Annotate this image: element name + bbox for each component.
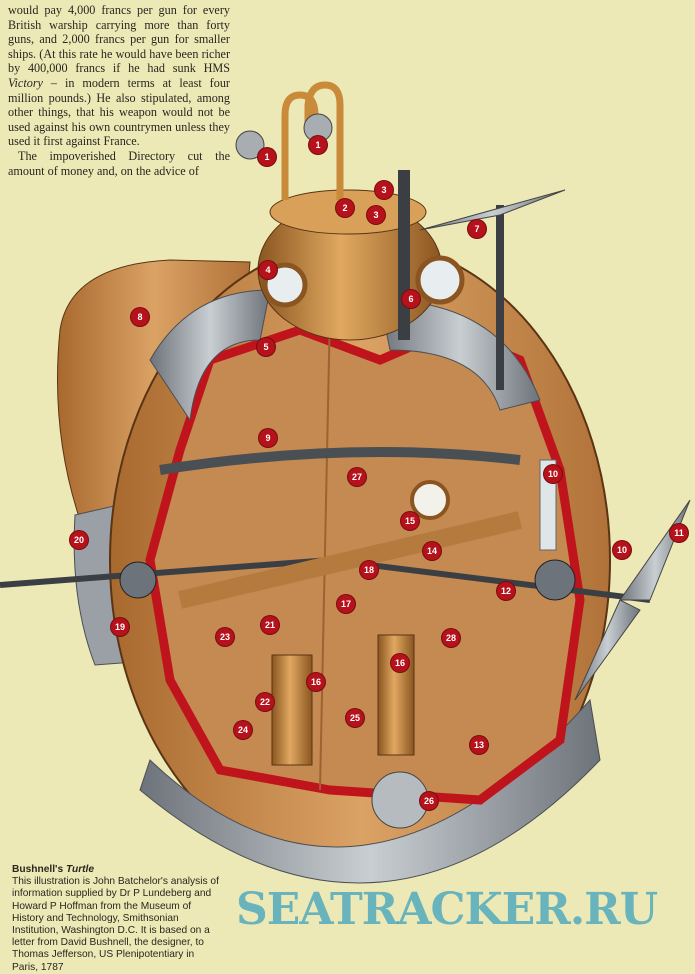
text: Bushnell's (12, 864, 66, 875)
callout-26: 26 (420, 792, 438, 810)
callout-1: 1 (258, 148, 276, 166)
callout-3: 3 (367, 206, 385, 224)
figure-caption: Bushnell's Turtle This illustration is J… (12, 864, 222, 974)
caption-title: Bushnell's Turtle (12, 864, 222, 876)
callout-10: 10 (544, 465, 562, 483)
air-tube (281, 91, 319, 200)
callout-20: 20 (70, 531, 88, 549)
propeller-blade (574, 599, 641, 701)
callout-14: 14 (423, 542, 441, 560)
callout-2: 2 (336, 199, 354, 217)
callout-4: 4 (259, 261, 277, 279)
body-text: would pay 4,000 francs per gun for every… (8, 3, 230, 178)
callout-15: 15 (401, 512, 419, 530)
callout-23: 23 (216, 628, 234, 646)
ship-name: Victory (8, 75, 43, 90)
air-vent-head (235, 130, 265, 160)
callout-10: 10 (613, 541, 631, 559)
callout-24: 24 (234, 721, 252, 739)
callout-25: 25 (346, 709, 364, 727)
shoulder-plate-left (149, 289, 271, 422)
keel-plate (139, 698, 601, 884)
pump-cylinder (271, 654, 313, 766)
crossbeam (177, 511, 523, 609)
callout-11: 11 (670, 524, 688, 542)
callout-16: 16 (307, 673, 325, 691)
callout-22: 22 (256, 693, 274, 711)
callout-5: 5 (257, 338, 275, 356)
propeller-hub (534, 559, 576, 601)
callout-17: 17 (337, 595, 355, 613)
text: – in modern terms at least four million … (8, 75, 230, 149)
watermark: SEATRACKER.RU (236, 884, 658, 935)
seat-strap (159, 447, 521, 475)
callout-18: 18 (360, 561, 378, 579)
callout-12: 12 (497, 582, 515, 600)
callout-13: 13 (470, 736, 488, 754)
callout-16: 16 (391, 654, 409, 672)
pump-cylinder (377, 634, 415, 756)
caption-text: This illustration is John Batchelor's an… (12, 876, 219, 973)
callout-19: 19 (111, 618, 129, 636)
crank-hub (119, 561, 157, 599)
callout-27: 27 (348, 468, 366, 486)
callout-6: 6 (402, 290, 420, 308)
callout-7: 7 (468, 220, 486, 238)
porthole (415, 255, 465, 305)
callout-8: 8 (131, 308, 149, 326)
callout-3: 3 (375, 181, 393, 199)
propeller-shaft (0, 556, 651, 603)
callout-9: 9 (259, 429, 277, 447)
air-tube (304, 81, 344, 200)
text: would pay 4,000 francs per gun for every… (8, 3, 230, 76)
text: Turtle (65, 864, 95, 875)
rudder-fin (419, 189, 566, 231)
callout-1: 1 (309, 136, 327, 154)
callout-21: 21 (261, 616, 279, 634)
paragraph-1: would pay 4,000 francs per gun for every… (8, 3, 230, 149)
bulkhead-shadow (319, 309, 331, 791)
compass (410, 480, 450, 520)
callout-28: 28 (442, 629, 460, 647)
paragraph-2: The impoverished Directory cut the amoun… (8, 148, 230, 178)
